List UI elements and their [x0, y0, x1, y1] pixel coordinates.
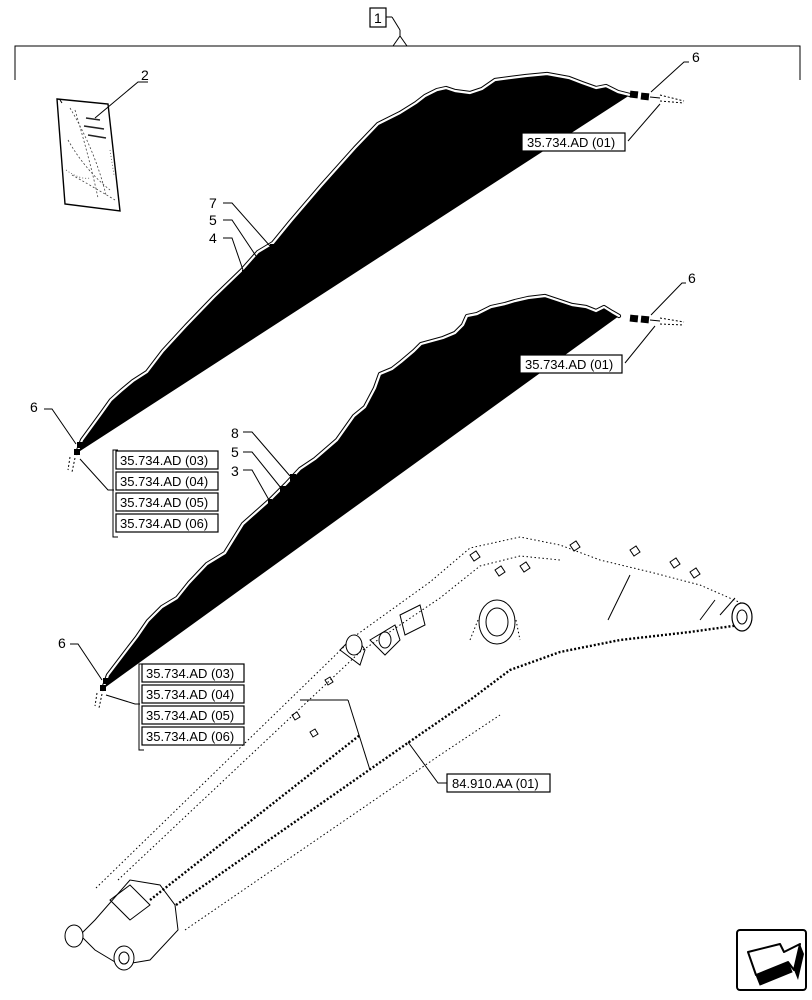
ref-box-upper-left-1[interactable]: 35.734.AD (03)	[115, 450, 219, 470]
manual-booklet[interactable]: 2	[56, 67, 149, 212]
callout-5-lower: 5	[231, 444, 239, 460]
svg-text:35.734.AD (04): 35.734.AD (04)	[146, 687, 234, 702]
ref-box-upper-right[interactable]: 35.734.AD (01)	[521, 132, 626, 152]
callout-7: 7	[209, 195, 217, 211]
assembly-bracket: 1	[14, 7, 801, 80]
ref-box-upper-left-4[interactable]: 35.734.AD (06)	[115, 513, 219, 533]
svg-text:35.734.AD (05): 35.734.AD (05)	[120, 495, 208, 510]
svg-text:35.734.AD (05): 35.734.AD (05)	[146, 708, 234, 723]
callout-3: 3	[231, 463, 239, 479]
callout-5-upper: 5	[209, 212, 217, 228]
svg-text:35.734.AD (03): 35.734.AD (03)	[120, 453, 208, 468]
callout-6-top-upper: 6	[692, 49, 700, 65]
callout-6-left-upper: 6	[30, 399, 38, 415]
ref-box-boom[interactable]: 84.910.AA (01)	[446, 773, 551, 793]
fitting-top-right-upper[interactable]: 6	[627, 49, 700, 142]
ref-box-lower-left-2[interactable]: 35.734.AD (04)	[141, 684, 245, 704]
callout-1: 1	[374, 10, 382, 26]
pipe-upper[interactable]	[77, 74, 630, 453]
ref-box-upper-left-2[interactable]: 35.734.AD (04)	[115, 471, 219, 491]
pipe-lower[interactable]	[103, 296, 619, 689]
navigation-arrow-icon[interactable]	[736, 929, 807, 991]
ref-box-lower-left-1[interactable]: 35.734.AD (03)	[141, 663, 245, 683]
svg-text:84.910.AA (01): 84.910.AA (01)	[452, 776, 539, 791]
boom-drawing[interactable]	[64, 536, 753, 971]
ref-box-lower-right[interactable]: 35.734.AD (01)	[519, 354, 623, 374]
callout-6-left-lower: 6	[58, 635, 66, 651]
callout-8: 8	[231, 425, 239, 441]
ref-box-upper-left-3[interactable]: 35.734.AD (05)	[115, 492, 219, 512]
fitting-left-upper[interactable]: 6	[30, 399, 114, 491]
fitting-top-right-lower[interactable]: 6	[624, 270, 696, 364]
ref-box-lower-left-3[interactable]: 35.734.AD (05)	[141, 705, 245, 725]
fitting-left-lower[interactable]: 6	[58, 635, 140, 709]
svg-text:35.734.AD (01): 35.734.AD (01)	[527, 135, 615, 150]
callout-2: 2	[141, 67, 149, 83]
callout-6-top-lower: 6	[688, 270, 696, 286]
svg-text:35.734.AD (06): 35.734.AD (06)	[120, 516, 208, 531]
ref-group-upper-left: 35.734.AD (03) 35.734.AD (04) 35.734.AD …	[112, 449, 219, 538]
svg-text:35.734.AD (03): 35.734.AD (03)	[146, 666, 234, 681]
svg-text:35.734.AD (01): 35.734.AD (01)	[525, 357, 613, 372]
lower-clamps[interactable]: 8 5 3	[231, 425, 296, 504]
ref-box-lower-left-4[interactable]: 35.734.AD (06)	[141, 726, 245, 746]
svg-text:35.734.AD (04): 35.734.AD (04)	[120, 474, 208, 489]
svg-text:35.734.AD (06): 35.734.AD (06)	[146, 729, 234, 744]
ref-group-lower-left: 35.734.AD (03) 35.734.AD (04) 35.734.AD …	[138, 663, 245, 751]
callout-4: 4	[209, 230, 217, 246]
upper-clamps[interactable]: 7 5 4	[209, 195, 276, 275]
